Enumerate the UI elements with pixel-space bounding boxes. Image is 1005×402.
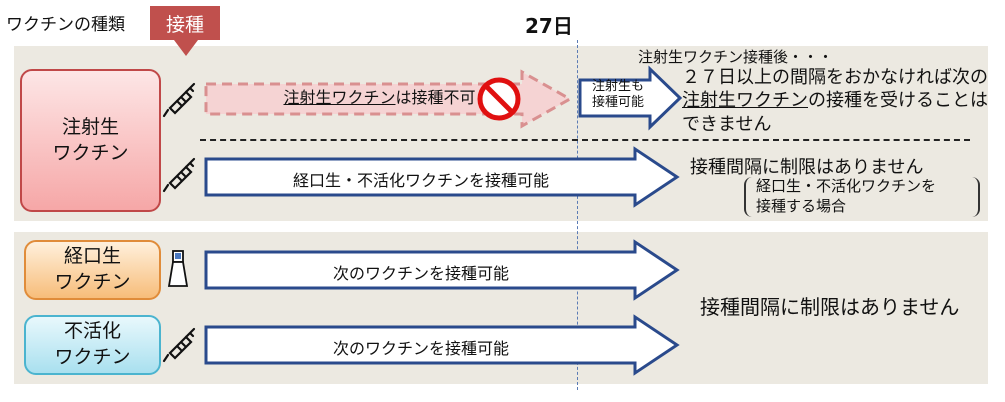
row-separator	[200, 139, 970, 141]
oral-live-vaccine-box: 経口生 ワクチン	[24, 240, 161, 300]
note-title: 注射生ワクチン接種後・・・	[638, 48, 834, 66]
prohibit-icon	[477, 77, 521, 121]
oral-vial-icon	[167, 250, 189, 287]
live-allowed-after-label: 注射生も 接種可能	[591, 79, 644, 110]
interval-note: 接種間隔に制限はありません	[690, 157, 924, 178]
allowed-label: 経口生・不活化ワクチンを接種可能	[292, 171, 549, 190]
day-27-divider	[577, 40, 578, 390]
after-27-days-arrow	[578, 65, 683, 131]
syringe-icon	[162, 327, 196, 363]
note-body: ２７日以上の間隔をおかなければ次の注射生ワクチンの接種を受けることはできません	[682, 67, 988, 135]
blocked-label: 注射生ワクチンは接種不可	[283, 88, 476, 107]
interval-condition-note: 経口生・不活化ワクチンを 接種する場合	[744, 177, 980, 217]
shared-interval-note: 接種間隔に制限はありません	[700, 295, 960, 319]
inactivated-allowed-label: 次のワクチンを接種可能	[332, 339, 509, 358]
syringe-icon	[162, 82, 196, 118]
oral-allowed-label: 次のワクチンを接種可能	[332, 264, 509, 283]
inactivated-allowed-arrow	[204, 314, 680, 376]
blocked-arrow	[204, 69, 574, 129]
vaccine-type-title: ワクチンの種類	[6, 15, 125, 35]
allowed-arrow	[204, 146, 680, 208]
day-27-label: 27日	[525, 14, 573, 38]
inactivated-vaccine-box: 不活化 ワクチン	[24, 315, 161, 375]
live-injection-vaccine-box: 注射生 ワクチン	[20, 69, 161, 212]
arrow-down-icon	[174, 40, 198, 56]
inoculation-tag: 接種	[150, 6, 220, 40]
oral-allowed-arrow	[204, 239, 680, 301]
syringe-icon	[162, 157, 196, 193]
